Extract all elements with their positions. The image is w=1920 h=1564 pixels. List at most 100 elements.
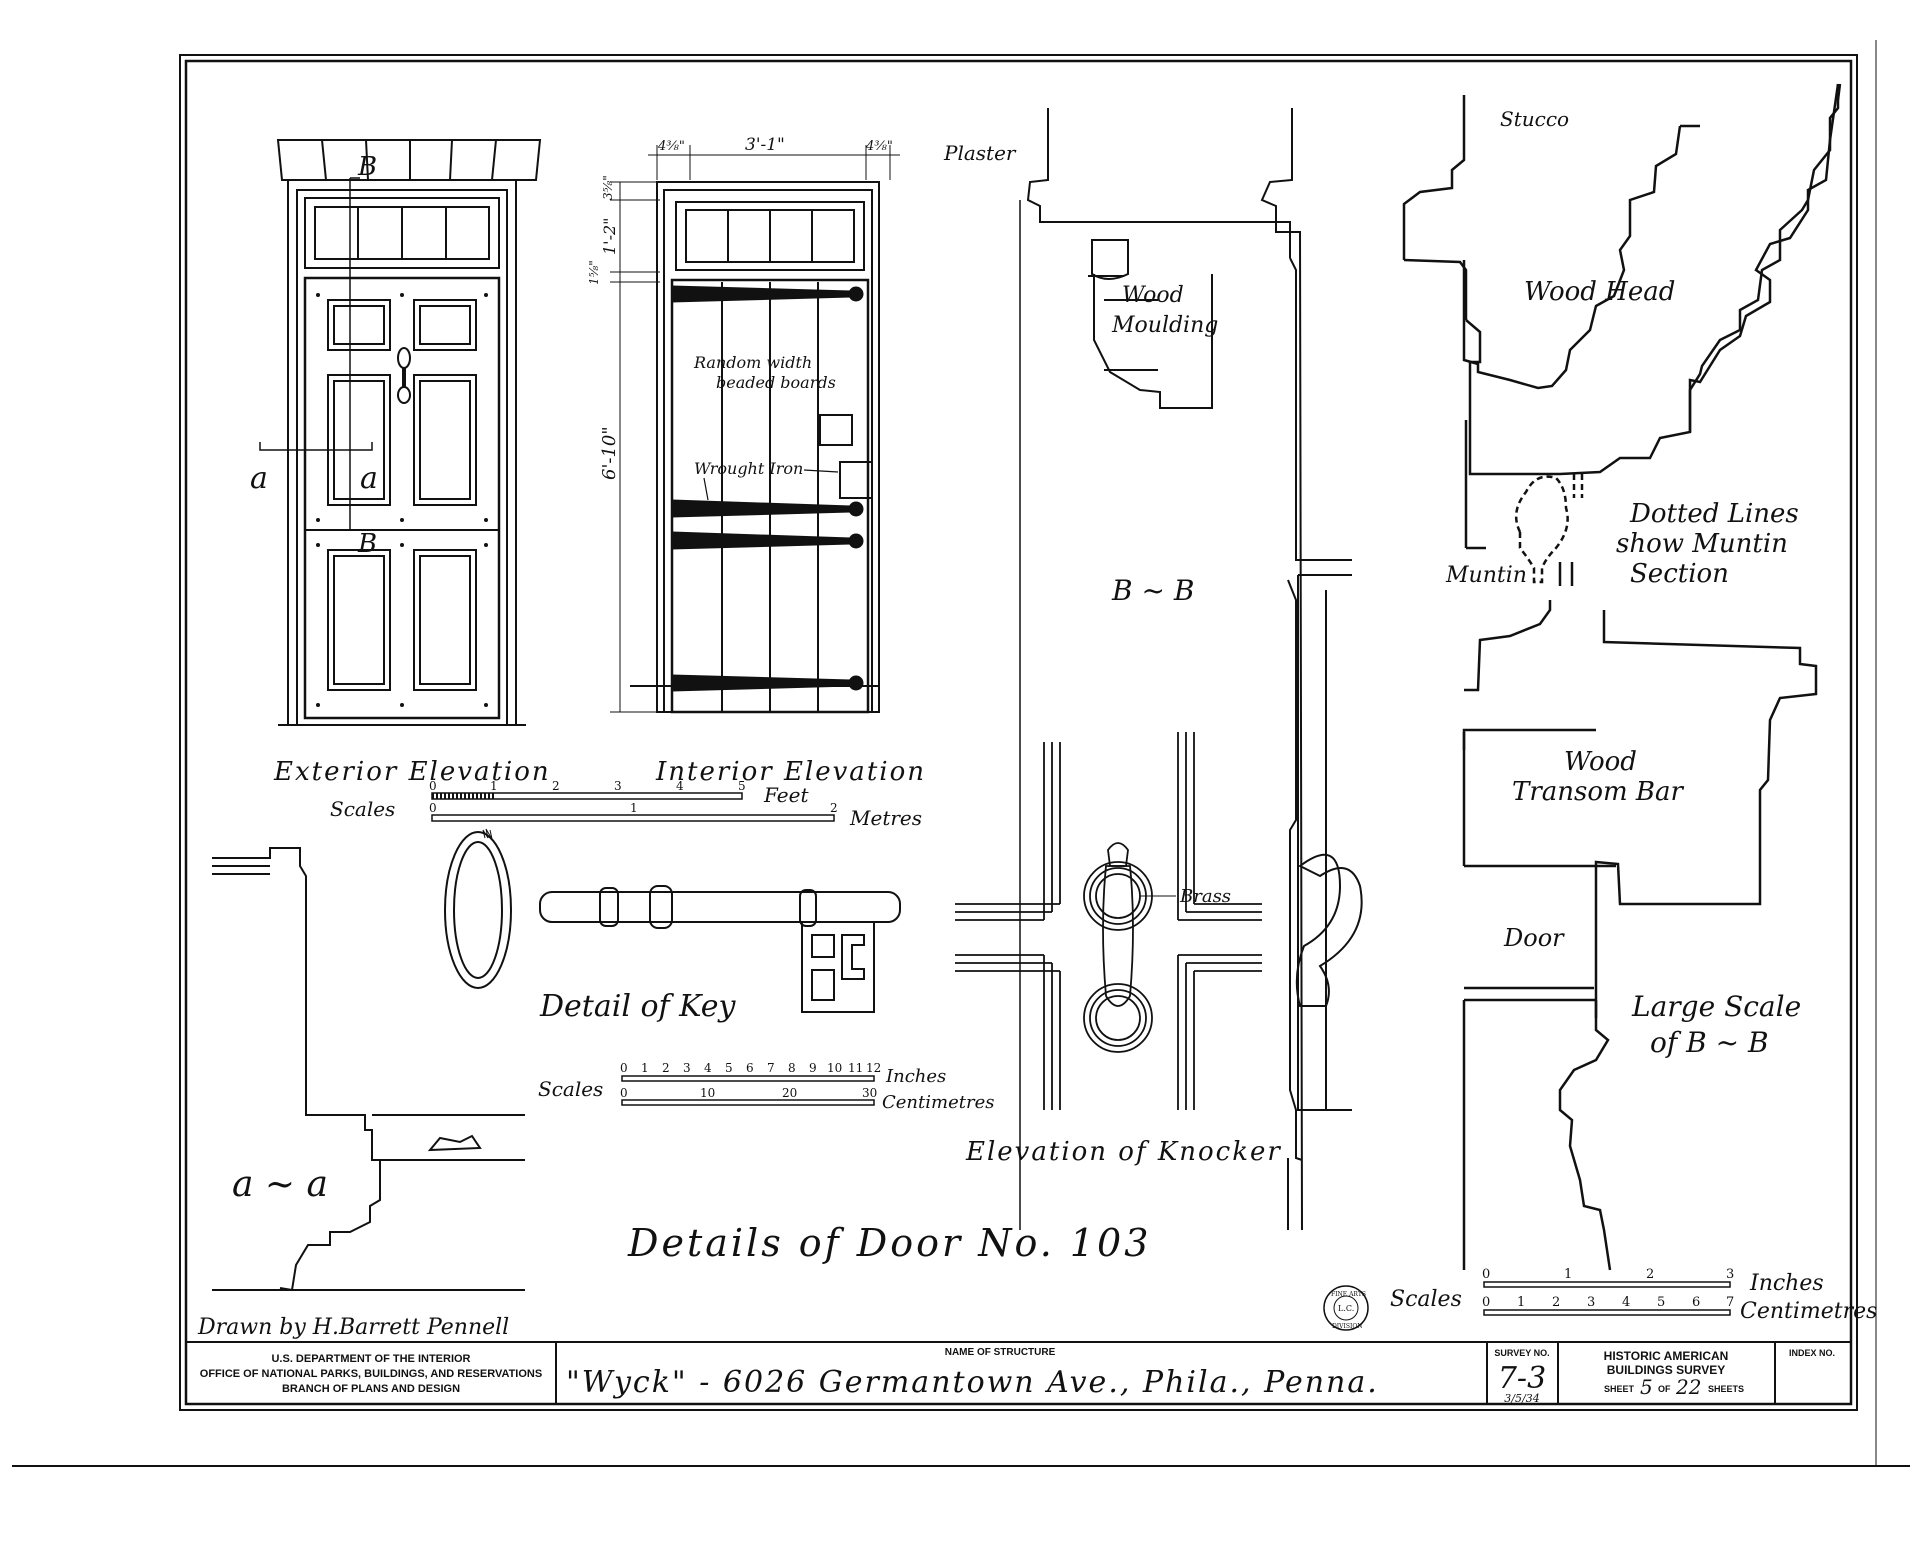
in3-tick-3: 3 [1726,1267,1734,1282]
in12-tick-2: 2 [662,1061,670,1075]
metres-tick-1: 1 [630,801,638,815]
title-block [185,1341,1852,1405]
metres-tick-0: 0 [429,801,437,815]
key-drawing [444,828,901,1013]
dim-transom: 1'-2" [600,217,619,255]
feet-tick-1: 1 [490,779,498,793]
cm7-tick-7: 7 [1726,1295,1734,1310]
random-width-label-1: Random width [693,353,812,372]
elevation-scales-label: Scales [330,797,395,821]
section-mark-a-right: a [360,461,378,496]
in12-tick-4: 4 [704,1061,712,1075]
elevation-scale-bars [431,792,835,822]
cm30-tick-10: 10 [700,1086,715,1100]
feet-tick-4: 4 [676,779,684,793]
dim-height: 6'-10" [599,426,620,480]
exterior-door-nails [316,293,488,707]
cm7-tick-0: 0 [1482,1295,1490,1310]
inches-12-ticks: 0 1 2 3 4 5 6 7 8 9 10 11 12 [620,1061,881,1075]
cm30-tick-0: 0 [620,1086,628,1100]
in12-tick-9: 9 [809,1061,817,1075]
habs-line-1: HISTORIC AMERICAN [1604,1349,1729,1363]
agency-line-1: U.S. DEPARTMENT OF THE INTERIOR [271,1353,470,1365]
sheet-of: OF [1658,1384,1671,1394]
cm7-tick-5: 5 [1657,1295,1665,1310]
large-scale-label-2: of B ~ B [1650,1026,1769,1059]
sheet-suffix: SHEETS [1708,1384,1744,1394]
in12-tick-0: 0 [620,1061,628,1075]
elevation-of-knocker-title: Elevation of Knocker [965,1137,1282,1167]
cm7-tick-1: 1 [1517,1295,1525,1310]
wood-moulding-profile [1093,274,1213,409]
in3-tick-1: 1 [1564,1267,1572,1282]
wood-head-label: Wood Head [1524,277,1675,307]
habs-line-2: BUILDINGS SURVEY [1607,1363,1725,1377]
cm30-tick-20: 20 [782,1086,797,1100]
agency-line-3: BRANCH OF PLANS AND DESIGN [282,1383,460,1395]
drawing-title: Details of Door No. 103 [627,1221,1151,1265]
stucco-label: Stucco [1500,107,1569,131]
metres-tick-2: 2 [830,801,838,815]
section-b-b-strip [1260,108,1363,1231]
b-b-label: B ~ B [1111,574,1194,607]
section-cut-lines [259,177,373,531]
section-a-a [212,847,525,1292]
detail-of-key-title: Detail of Key [539,989,737,1024]
name-of-structure-label: NAME OF STRUCTURE [945,1347,1056,1358]
wood-moulding-label-2: Moulding [1111,313,1218,338]
in3-tick-0: 0 [1482,1267,1490,1282]
in12-tick-1: 1 [641,1061,649,1075]
cm7-tick-2: 2 [1552,1295,1560,1310]
name-of-structure: "Wyck" - 6026 Germantown Ave., Phila., P… [566,1365,1379,1400]
large-inches-unit: Inches [1749,1271,1824,1296]
dim-width: 3'-1" [745,135,785,155]
cm7-ticks: 0 1 2 3 4 5 6 7 [1482,1295,1734,1310]
large-scale-section [1462,124,1818,1271]
in3-tick-2: 2 [1646,1267,1654,1282]
key-scale-bars [621,1075,875,1106]
wrought-iron-hinges [671,285,864,692]
feet-tick-3: 3 [614,779,622,793]
dim-top: 3⅝" [601,175,615,200]
wrought-iron-leaders [703,469,839,501]
survey-no-label: SURVEY NO. [1494,1348,1549,1358]
feet-tick-2: 2 [552,779,560,793]
stamp-center: L.C. [1338,1304,1354,1313]
feet-tick-5: 5 [738,779,746,793]
section-mark-a-left: a [250,461,268,496]
wood-transom-bar-label-1: Wood [1564,747,1637,777]
plaster-label: Plaster [943,141,1017,165]
wood-moulding-label-1: Wood [1122,283,1184,308]
sheet-total: 22 [1675,1375,1701,1399]
cm7-tick-6: 6 [1692,1295,1700,1310]
brass-label: Brass [1179,886,1231,907]
dotted-lines-label-1: Dotted Lines [1629,499,1799,529]
knocker-elevation [955,732,1262,1110]
key-centimetres-unit: Centimetres [882,1092,994,1113]
sheet-number: 5 [1640,1375,1653,1399]
large-scales-label: Scales [1390,1287,1462,1312]
in12-tick-10: 10 [827,1061,842,1075]
feet-tick-0: 0 [429,779,437,793]
in12-tick-7: 7 [767,1061,775,1075]
key-inches-unit: Inches [885,1066,946,1087]
feet-unit: Feet [763,783,809,807]
in12-tick-6: 6 [746,1061,754,1075]
stamp-top: FINE ARTS [1331,1291,1366,1298]
key-scales-label: Scales [538,1077,603,1101]
large-scale-head-profile [1688,84,1840,432]
dim-left-jamb: 4⅜" [657,139,685,154]
section-mark-b-bottom: B [357,529,377,559]
library-stamp: FINE ARTS L.C. DIVISION [1323,1285,1369,1331]
index-no-label: INDEX NO. [1789,1348,1835,1358]
drawn-by: Drawn by H.Barrett Pennell [197,1315,509,1340]
large-scale-label-1: Large Scale [1631,990,1801,1023]
dim-right-jamb: 4⅜" [865,139,893,154]
random-width-label-2: beaded boards [716,373,836,392]
in12-tick-8: 8 [788,1061,796,1075]
door-label: Door [1503,924,1565,952]
section-mark-b-top: B [357,152,377,182]
survey-date: 3/5/34 [1504,1392,1539,1405]
section-a-a-label: a ~ a [232,1164,328,1205]
